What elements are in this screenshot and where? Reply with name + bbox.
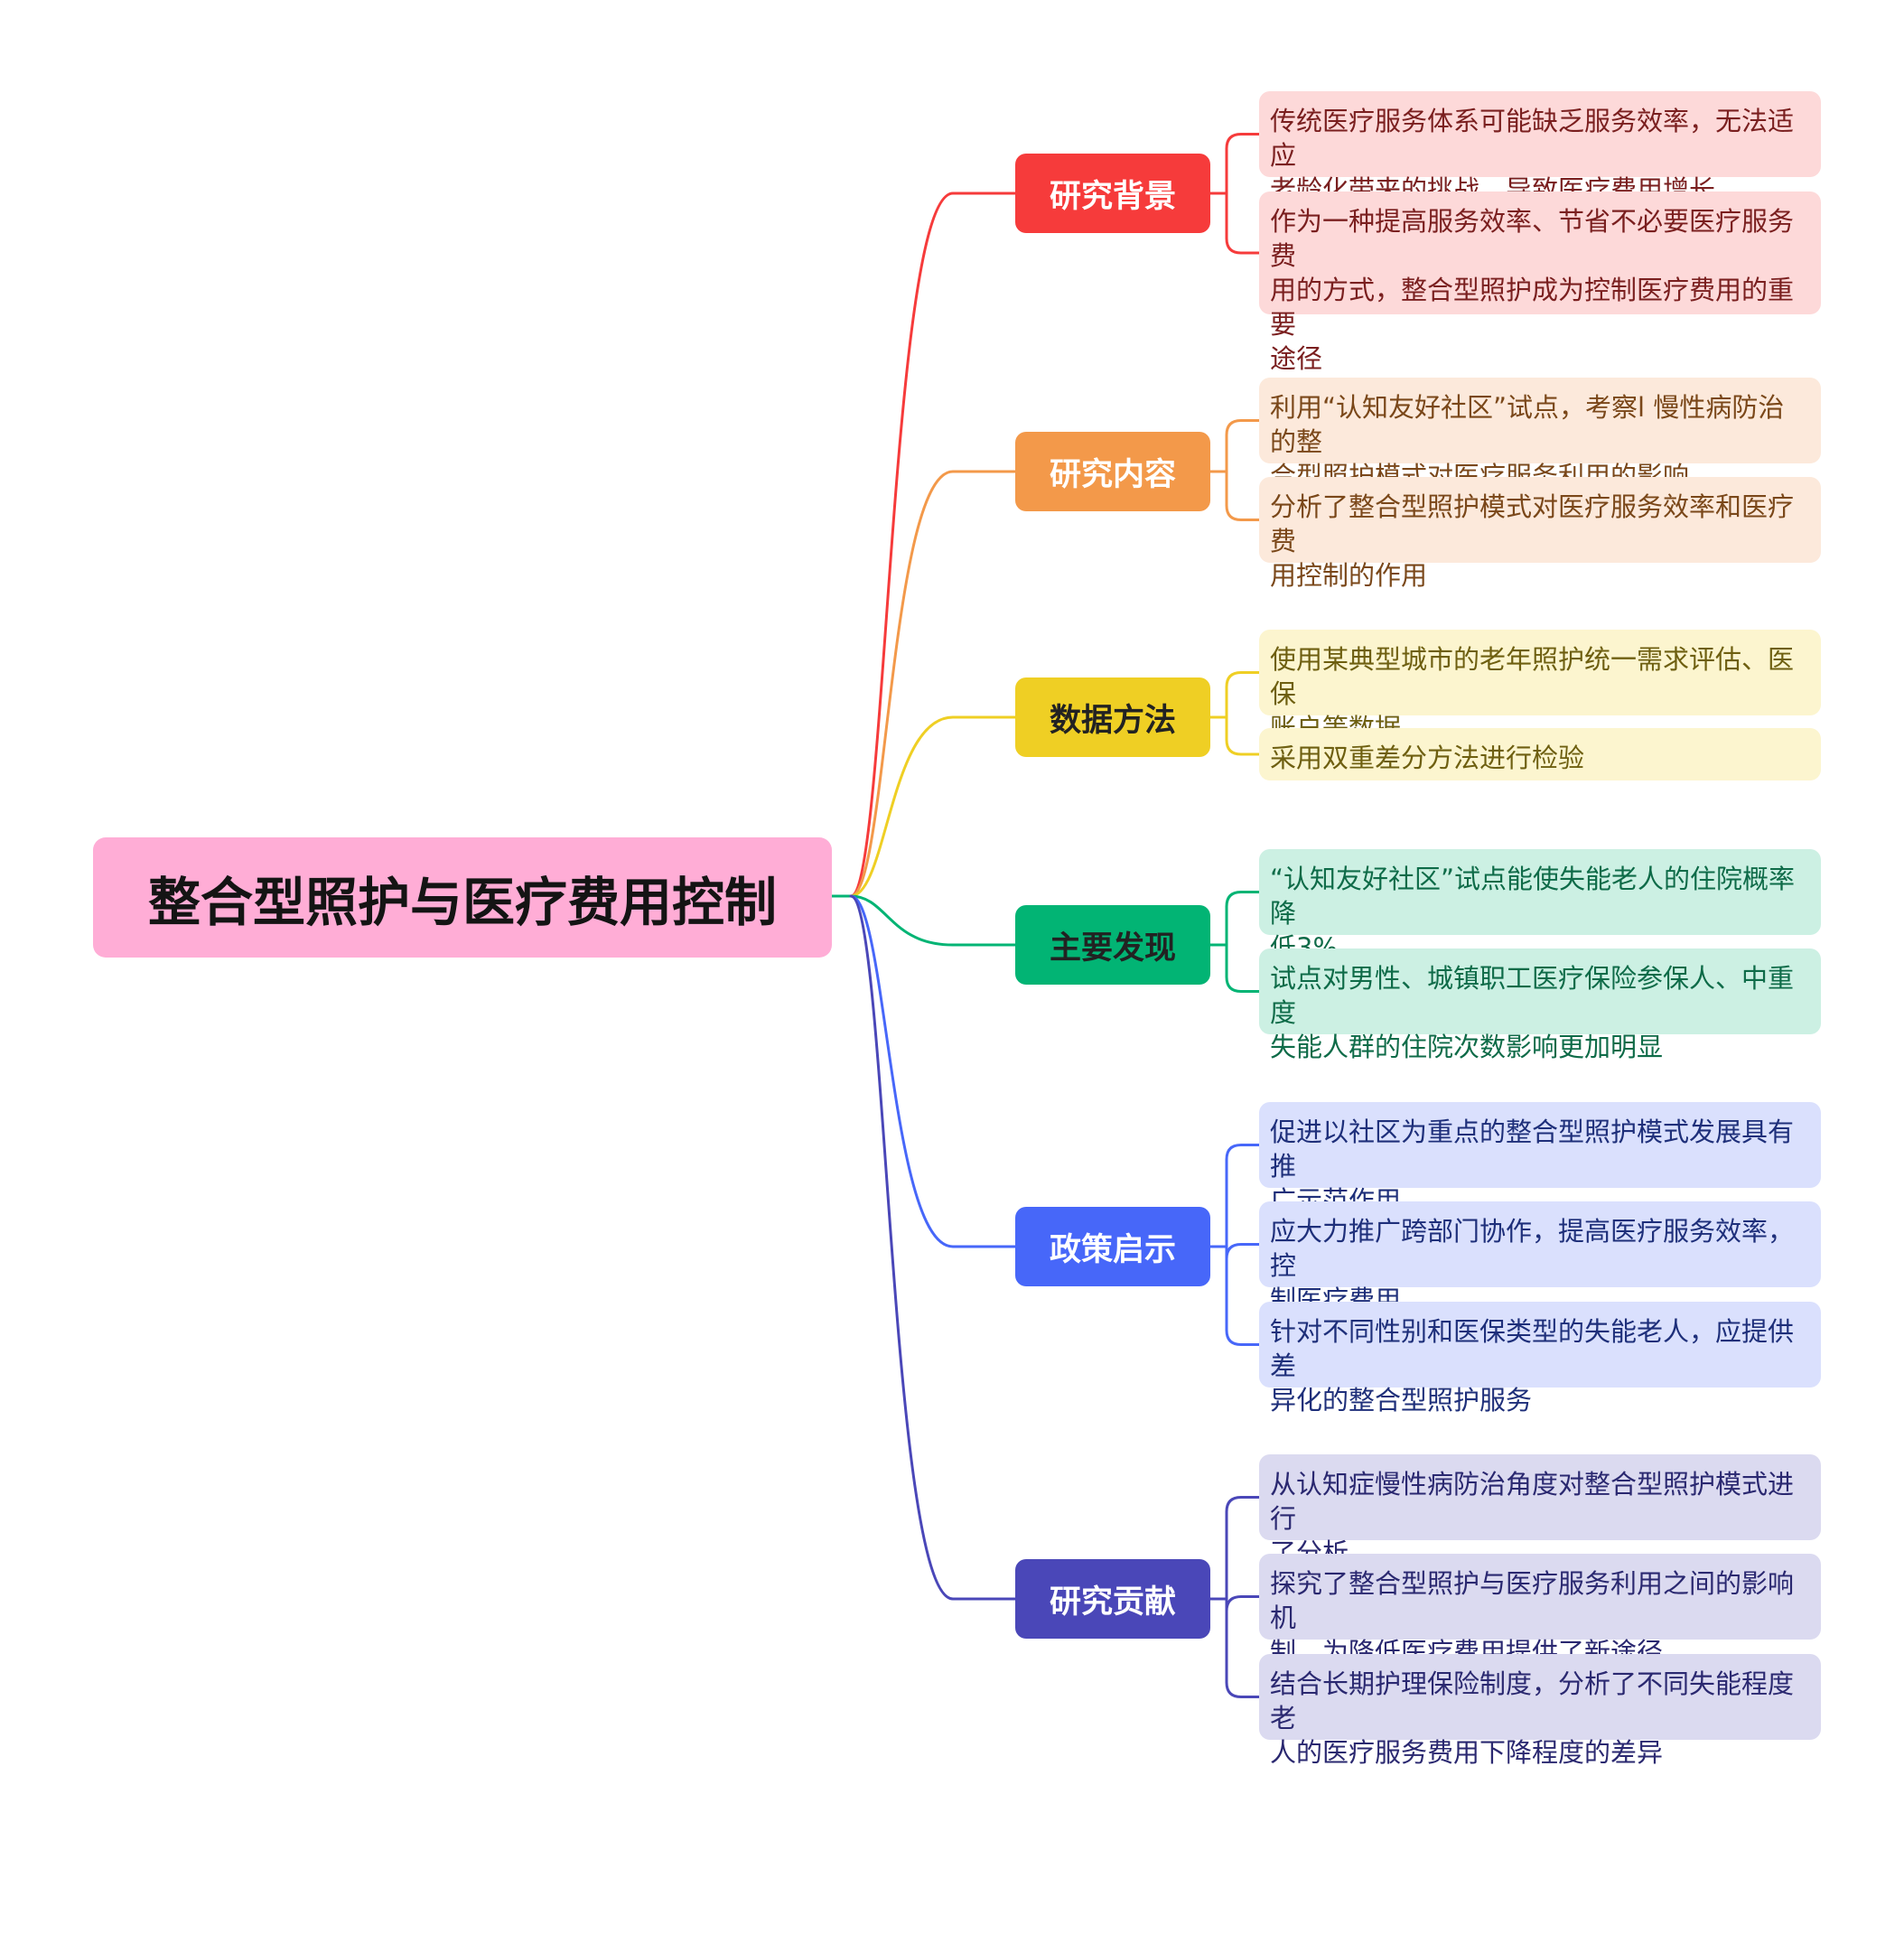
branch-node-3[interactable]: 数据方法 [1015, 677, 1210, 757]
leaf-node-2-2[interactable]: 分析了整合型照护模式对医疗服务效率和医疗费 用控制的作用 [1259, 477, 1821, 591]
branch-node-6[interactable]: 研究贡献 [1015, 1559, 1210, 1639]
leaf-connector-5-3 [1225, 1245, 1261, 1346]
leaf-connector-1-1 [1225, 133, 1261, 195]
branch-node-1[interactable]: 研究背景 [1015, 154, 1210, 233]
leaf-node-5-1[interactable]: 促进以社区为重点的整合型照护模式发展具有推 广示范作用 [1259, 1102, 1821, 1216]
leaf-node-6-3[interactable]: 结合长期护理保险制度，分析了不同失能程度老 人的医疗服务费用下降程度的差异 [1259, 1654, 1821, 1768]
leaf-connector-3-2 [1225, 715, 1261, 756]
leaf-node-3-1[interactable]: 使用某典型城市的老年照护统一需求评估、医保 账户等数据 [1259, 630, 1821, 743]
leaf-node-2-1[interactable]: 利用“认知友好社区”试点，考察l 慢性病防治的整 合型照护模式对医疗服务利用的影… [1259, 378, 1821, 491]
branch-connector-5 [849, 894, 1017, 1248]
root-topic[interactable]: 整合型照护与医疗费用控制 [93, 837, 832, 958]
leaf-connector-5-2 [1225, 1243, 1261, 1259]
branch-node-4[interactable]: 主要发现 [1015, 905, 1210, 985]
leaf-node-5-2[interactable]: 应大力推广跨部门协作，提高医疗服务效率，控 制医疗费用 [1259, 1201, 1821, 1315]
leaf-connector-4-2 [1225, 943, 1261, 993]
leaf-node-4-2[interactable]: 试点对男性、城镇职工医疗保险参保人、中重度 失能人群的住院次数影响更加明显 [1259, 948, 1821, 1062]
branch-connector-2 [849, 470, 1017, 898]
leaf-node-6-2[interactable]: 探究了整合型照护与医疗服务利用之间的影响机 制，为降低医疗费用提供了新途径 [1259, 1554, 1821, 1668]
branch-connector-3 [849, 715, 1017, 898]
leaf-connector-4-1 [1225, 891, 1261, 947]
branch-connector-4 [849, 894, 1017, 947]
leaf-node-6-1[interactable]: 从认知症慢性病防治角度对整合型照护模式进行 了分析 [1259, 1454, 1821, 1568]
leaf-connector-5-1 [1225, 1144, 1261, 1248]
branch-connector-6 [849, 894, 1017, 1601]
leaf-connector-2-1 [1225, 419, 1261, 473]
leaf-node-1-1[interactable]: 传统医疗服务体系可能缺乏服务效率，无法适应 老龄化带来的挑战，导致医疗费用增长 [1259, 91, 1821, 205]
leaf-node-3-2[interactable]: 采用双重差分方法进行检验 [1259, 728, 1821, 780]
branch-node-2[interactable]: 研究内容 [1015, 432, 1210, 511]
branch-node-5[interactable]: 政策启示 [1015, 1207, 1210, 1286]
leaf-connector-1-2 [1225, 192, 1261, 255]
branch-connector-1 [849, 192, 1017, 898]
leaf-node-4-1[interactable]: “认知友好社区”试点能使失能老人的住院概率降 低3% [1259, 849, 1821, 963]
leaf-connector-2-2 [1225, 470, 1261, 521]
leaf-connector-6-1 [1225, 1496, 1261, 1601]
leaf-node-1-2[interactable]: 作为一种提高服务效率、节省不必要医疗服务费 用的方式，整合型照护成为控制医疗费用… [1259, 192, 1821, 374]
leaf-connector-6-3 [1225, 1597, 1261, 1698]
leaf-connector-3-1 [1225, 671, 1261, 719]
leaf-connector-6-2 [1225, 1595, 1261, 1612]
leaf-node-5-3[interactable]: 针对不同性别和医保类型的失能老人，应提供差 异化的整合型照护服务 [1259, 1302, 1821, 1416]
